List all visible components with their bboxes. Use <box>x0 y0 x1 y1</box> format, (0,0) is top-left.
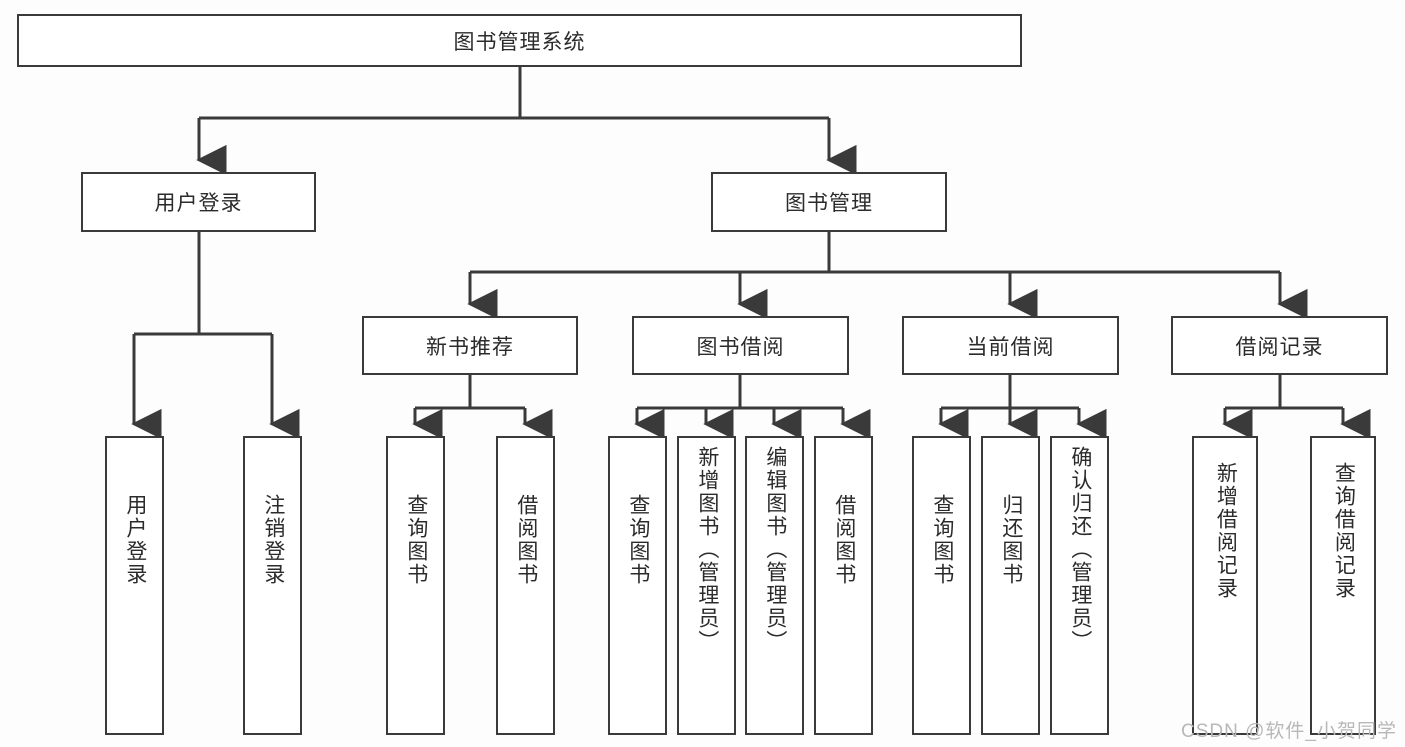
leaf-borrow-book-1[interactable]: 借阅图书 <box>496 436 555 735</box>
leaf-user-login[interactable]: 用户登录 <box>105 436 164 735</box>
node-borrow-record[interactable]: 借阅记录 <box>1171 316 1388 375</box>
leaf-query-record[interactable]: 查询借阅记录 <box>1310 436 1376 735</box>
leaf-borrow-book-1-label: 借阅图书 <box>514 494 538 586</box>
node-user-login-label: 用户登录 <box>154 192 243 215</box>
watermark: CSDN @软件_小贺同学 <box>1181 721 1397 742</box>
node-root-label: 图书管理系统 <box>453 30 586 54</box>
leaf-query-record-label: 查询借阅记录 <box>1332 462 1356 600</box>
node-book-borrow-label: 图书借阅 <box>696 335 785 359</box>
leaf-query-book-1-label: 查询图书 <box>404 494 428 586</box>
leaf-user-logout[interactable]: 注销登录 <box>243 436 302 735</box>
leaf-query-book-3[interactable]: 查询图书 <box>912 436 971 735</box>
leaf-borrow-book-2-label: 借阅图书 <box>832 494 856 586</box>
leaf-confirm-return[interactable]: 确认归还（管理员） <box>1050 436 1109 735</box>
node-current-borrow[interactable]: 当前借阅 <box>902 316 1119 375</box>
node-new-book-recommend[interactable]: 新书推荐 <box>362 316 578 375</box>
node-book-borrow[interactable]: 图书借阅 <box>632 316 849 375</box>
leaf-query-book-2[interactable]: 查询图书 <box>608 436 667 735</box>
leaf-confirm-return-label: 确认归还（管理员） <box>1068 446 1092 653</box>
leaf-query-book-3-label: 查询图书 <box>930 494 954 586</box>
leaf-user-logout-label: 注销登录 <box>261 494 285 586</box>
node-book-management[interactable]: 图书管理 <box>711 172 947 232</box>
leaf-edit-book-label: 编辑图书（管理员） <box>763 446 787 653</box>
node-root[interactable]: 图书管理系统 <box>17 14 1022 67</box>
leaf-query-book-1[interactable]: 查询图书 <box>386 436 445 735</box>
leaf-borrow-book-2[interactable]: 借阅图书 <box>814 436 873 735</box>
node-book-management-label: 图书管理 <box>785 192 873 215</box>
node-user-login[interactable]: 用户登录 <box>81 172 316 232</box>
leaf-add-book-label: 新增图书（管理员） <box>695 446 719 653</box>
leaf-add-book[interactable]: 新增图书（管理员） <box>677 436 736 735</box>
leaf-return-book-label: 归还图书 <box>999 494 1023 586</box>
leaf-query-book-2-label: 查询图书 <box>626 494 650 586</box>
leaf-add-record-label: 新增借阅记录 <box>1214 462 1238 600</box>
node-new-book-recommend-label: 新书推荐 <box>426 335 514 359</box>
leaf-edit-book[interactable]: 编辑图书（管理员） <box>745 436 804 735</box>
node-current-borrow-label: 当前借阅 <box>966 335 1055 359</box>
leaf-return-book[interactable]: 归还图书 <box>981 436 1040 735</box>
leaf-add-record[interactable]: 新增借阅记录 <box>1192 436 1258 735</box>
node-borrow-record-label: 借阅记录 <box>1235 335 1324 359</box>
leaf-user-login-label: 用户登录 <box>123 494 147 586</box>
